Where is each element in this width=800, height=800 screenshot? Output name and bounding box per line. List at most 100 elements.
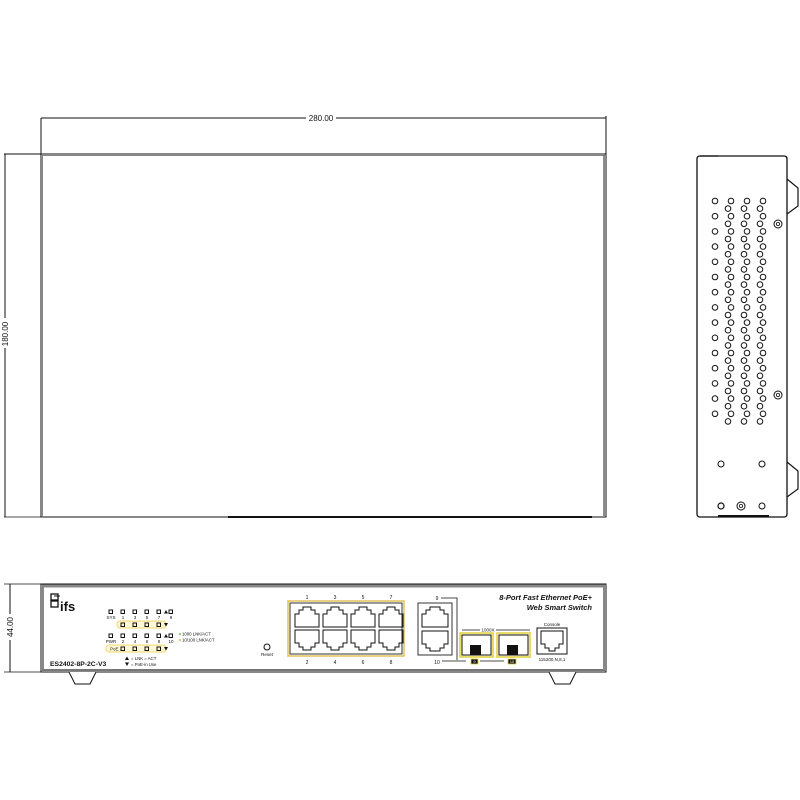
port-number: 10 xyxy=(434,660,440,666)
top-view-body xyxy=(40,153,607,518)
rj45-port-9[interactable] xyxy=(421,606,449,628)
led-label: PWR xyxy=(106,639,117,644)
led-label: SYS xyxy=(106,615,115,620)
port-number: 5 xyxy=(362,595,365,601)
sfp-led-label: 9 xyxy=(473,659,476,664)
rj45-port-6[interactable] xyxy=(350,629,376,651)
console-baud-rate: 115200,N,8,1 xyxy=(539,657,566,662)
vent-hole xyxy=(740,342,748,349)
rj45-port-7[interactable] xyxy=(378,606,404,628)
vent-hole xyxy=(743,364,751,372)
rj45-port-10[interactable] xyxy=(421,630,449,652)
vent-hole xyxy=(724,387,732,395)
vent-hole xyxy=(759,319,767,326)
vent-hole xyxy=(724,357,732,364)
rj45-port-1[interactable] xyxy=(294,606,320,628)
vent-hole xyxy=(724,296,732,304)
vent-hole xyxy=(756,281,764,288)
led-label: 10 xyxy=(168,639,174,644)
led-label: 9 xyxy=(170,615,173,620)
vent-hole xyxy=(711,258,719,266)
vent-hole xyxy=(759,212,767,220)
vent-hole xyxy=(740,357,748,364)
vent-hole xyxy=(743,334,751,342)
rj45-port-2[interactable] xyxy=(294,629,320,651)
vent-hole xyxy=(727,273,735,281)
port-number: 3 xyxy=(334,595,337,601)
vent-hole xyxy=(743,380,751,387)
green-led-dot xyxy=(179,633,181,635)
led-label: 5 xyxy=(146,615,149,620)
vent-hole xyxy=(711,228,719,235)
vent-hole xyxy=(756,387,764,395)
rj45-port-5[interactable] xyxy=(350,606,376,628)
vent-hole xyxy=(743,273,751,281)
vent-hole xyxy=(756,205,764,212)
vent-hole xyxy=(756,418,764,425)
vent-hole xyxy=(724,402,732,410)
port-number: 2 xyxy=(306,660,309,666)
triangle-up-icon xyxy=(125,656,129,660)
vent-hole xyxy=(759,364,767,372)
vent-hole xyxy=(724,418,732,425)
vent-hole xyxy=(743,243,751,250)
vent-hole xyxy=(740,235,748,243)
vent-hole xyxy=(727,380,735,387)
vent-hole xyxy=(756,342,764,349)
vent-hole xyxy=(759,380,767,387)
port-number: 9 xyxy=(436,596,439,602)
port-number: 4 xyxy=(334,660,337,666)
vent-hole xyxy=(740,296,748,304)
vent-hole xyxy=(756,220,764,228)
vent-hole xyxy=(727,258,735,266)
sfp-led-9 xyxy=(470,658,479,665)
reset-label: Reset xyxy=(261,652,274,657)
vent-hole xyxy=(756,326,764,334)
screw-icon xyxy=(773,219,783,229)
vent-hole xyxy=(743,349,751,357)
vent-hole xyxy=(711,410,719,418)
vent-hole xyxy=(759,395,767,402)
vent-hole xyxy=(740,418,748,425)
led-label: 8 xyxy=(158,639,161,644)
mount-hole xyxy=(717,502,725,510)
vent-hole xyxy=(724,342,732,349)
vent-hole xyxy=(724,205,732,212)
sfp-led-10 xyxy=(507,658,517,665)
reset-button[interactable] xyxy=(263,643,271,651)
vent-hole xyxy=(740,387,748,395)
vent-hole xyxy=(711,273,719,281)
legend-poe-in-use: = PoE-in Use xyxy=(131,662,157,667)
rj45-port-4[interactable] xyxy=(322,629,348,651)
legend-lnk-act: = LNK = ACT xyxy=(131,656,157,661)
vent-hole xyxy=(743,228,751,235)
vent-hole xyxy=(756,250,764,258)
port-number: 7 xyxy=(390,595,393,601)
top-view: 280.00 180.00 xyxy=(1,112,607,518)
console-port[interactable] xyxy=(540,630,564,652)
vent-hole xyxy=(743,410,751,418)
vent-hole xyxy=(756,296,764,304)
foot-right xyxy=(548,671,577,685)
vent-hole xyxy=(740,326,748,334)
vent-hole xyxy=(711,212,719,220)
vent-hole xyxy=(759,410,767,418)
bracket-tab-top xyxy=(786,178,799,215)
amber-led-dot xyxy=(179,639,181,641)
vent-hole xyxy=(743,304,751,311)
console-label: Console xyxy=(544,622,561,627)
triangle-up-icon xyxy=(164,634,168,638)
rj45-port-3[interactable] xyxy=(322,606,348,628)
bracket-tab-bottom xyxy=(786,461,799,498)
vent-hole xyxy=(711,380,719,387)
vent-hole xyxy=(727,243,735,250)
rj45-port-8[interactable] xyxy=(378,629,404,651)
vent-hole xyxy=(711,334,719,342)
foot-left xyxy=(68,671,97,685)
led-label: 6 xyxy=(146,639,149,644)
vent-hole xyxy=(756,402,764,410)
vent-hole xyxy=(759,197,767,205)
vent-hole xyxy=(711,304,719,311)
vent-hole xyxy=(743,212,751,220)
